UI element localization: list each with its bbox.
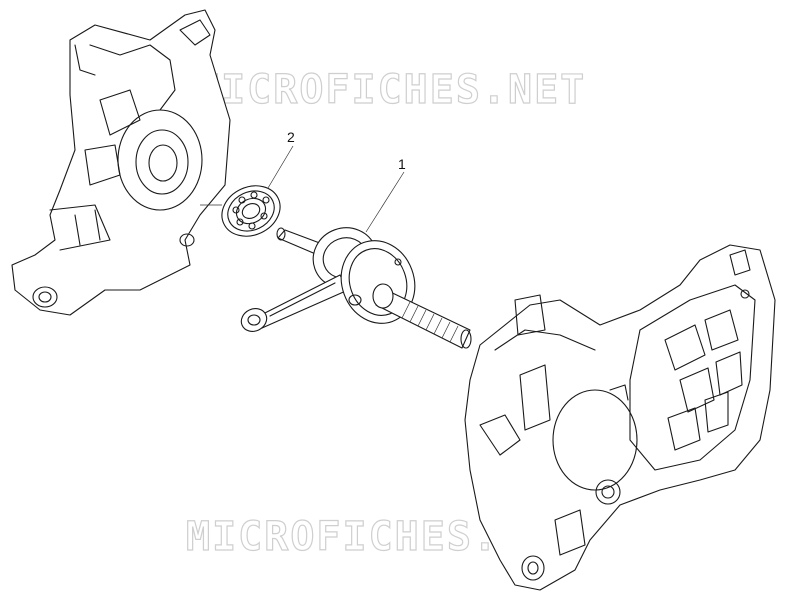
watermark-top: MICROFICHES.NET <box>195 67 586 113</box>
callout-1: 1 <box>365 156 406 233</box>
callout-label-2: 2 <box>287 129 295 145</box>
crankshaft-part-1 <box>240 227 472 349</box>
leader-line-2 <box>267 145 294 189</box>
callout-2: 2 <box>267 129 295 189</box>
callout-label-1: 1 <box>398 156 406 172</box>
leader-line-1 <box>365 171 405 233</box>
left-crankcase-half <box>11 9 231 316</box>
right-crankcase-half <box>464 244 776 591</box>
bearing-part-2 <box>221 185 281 237</box>
